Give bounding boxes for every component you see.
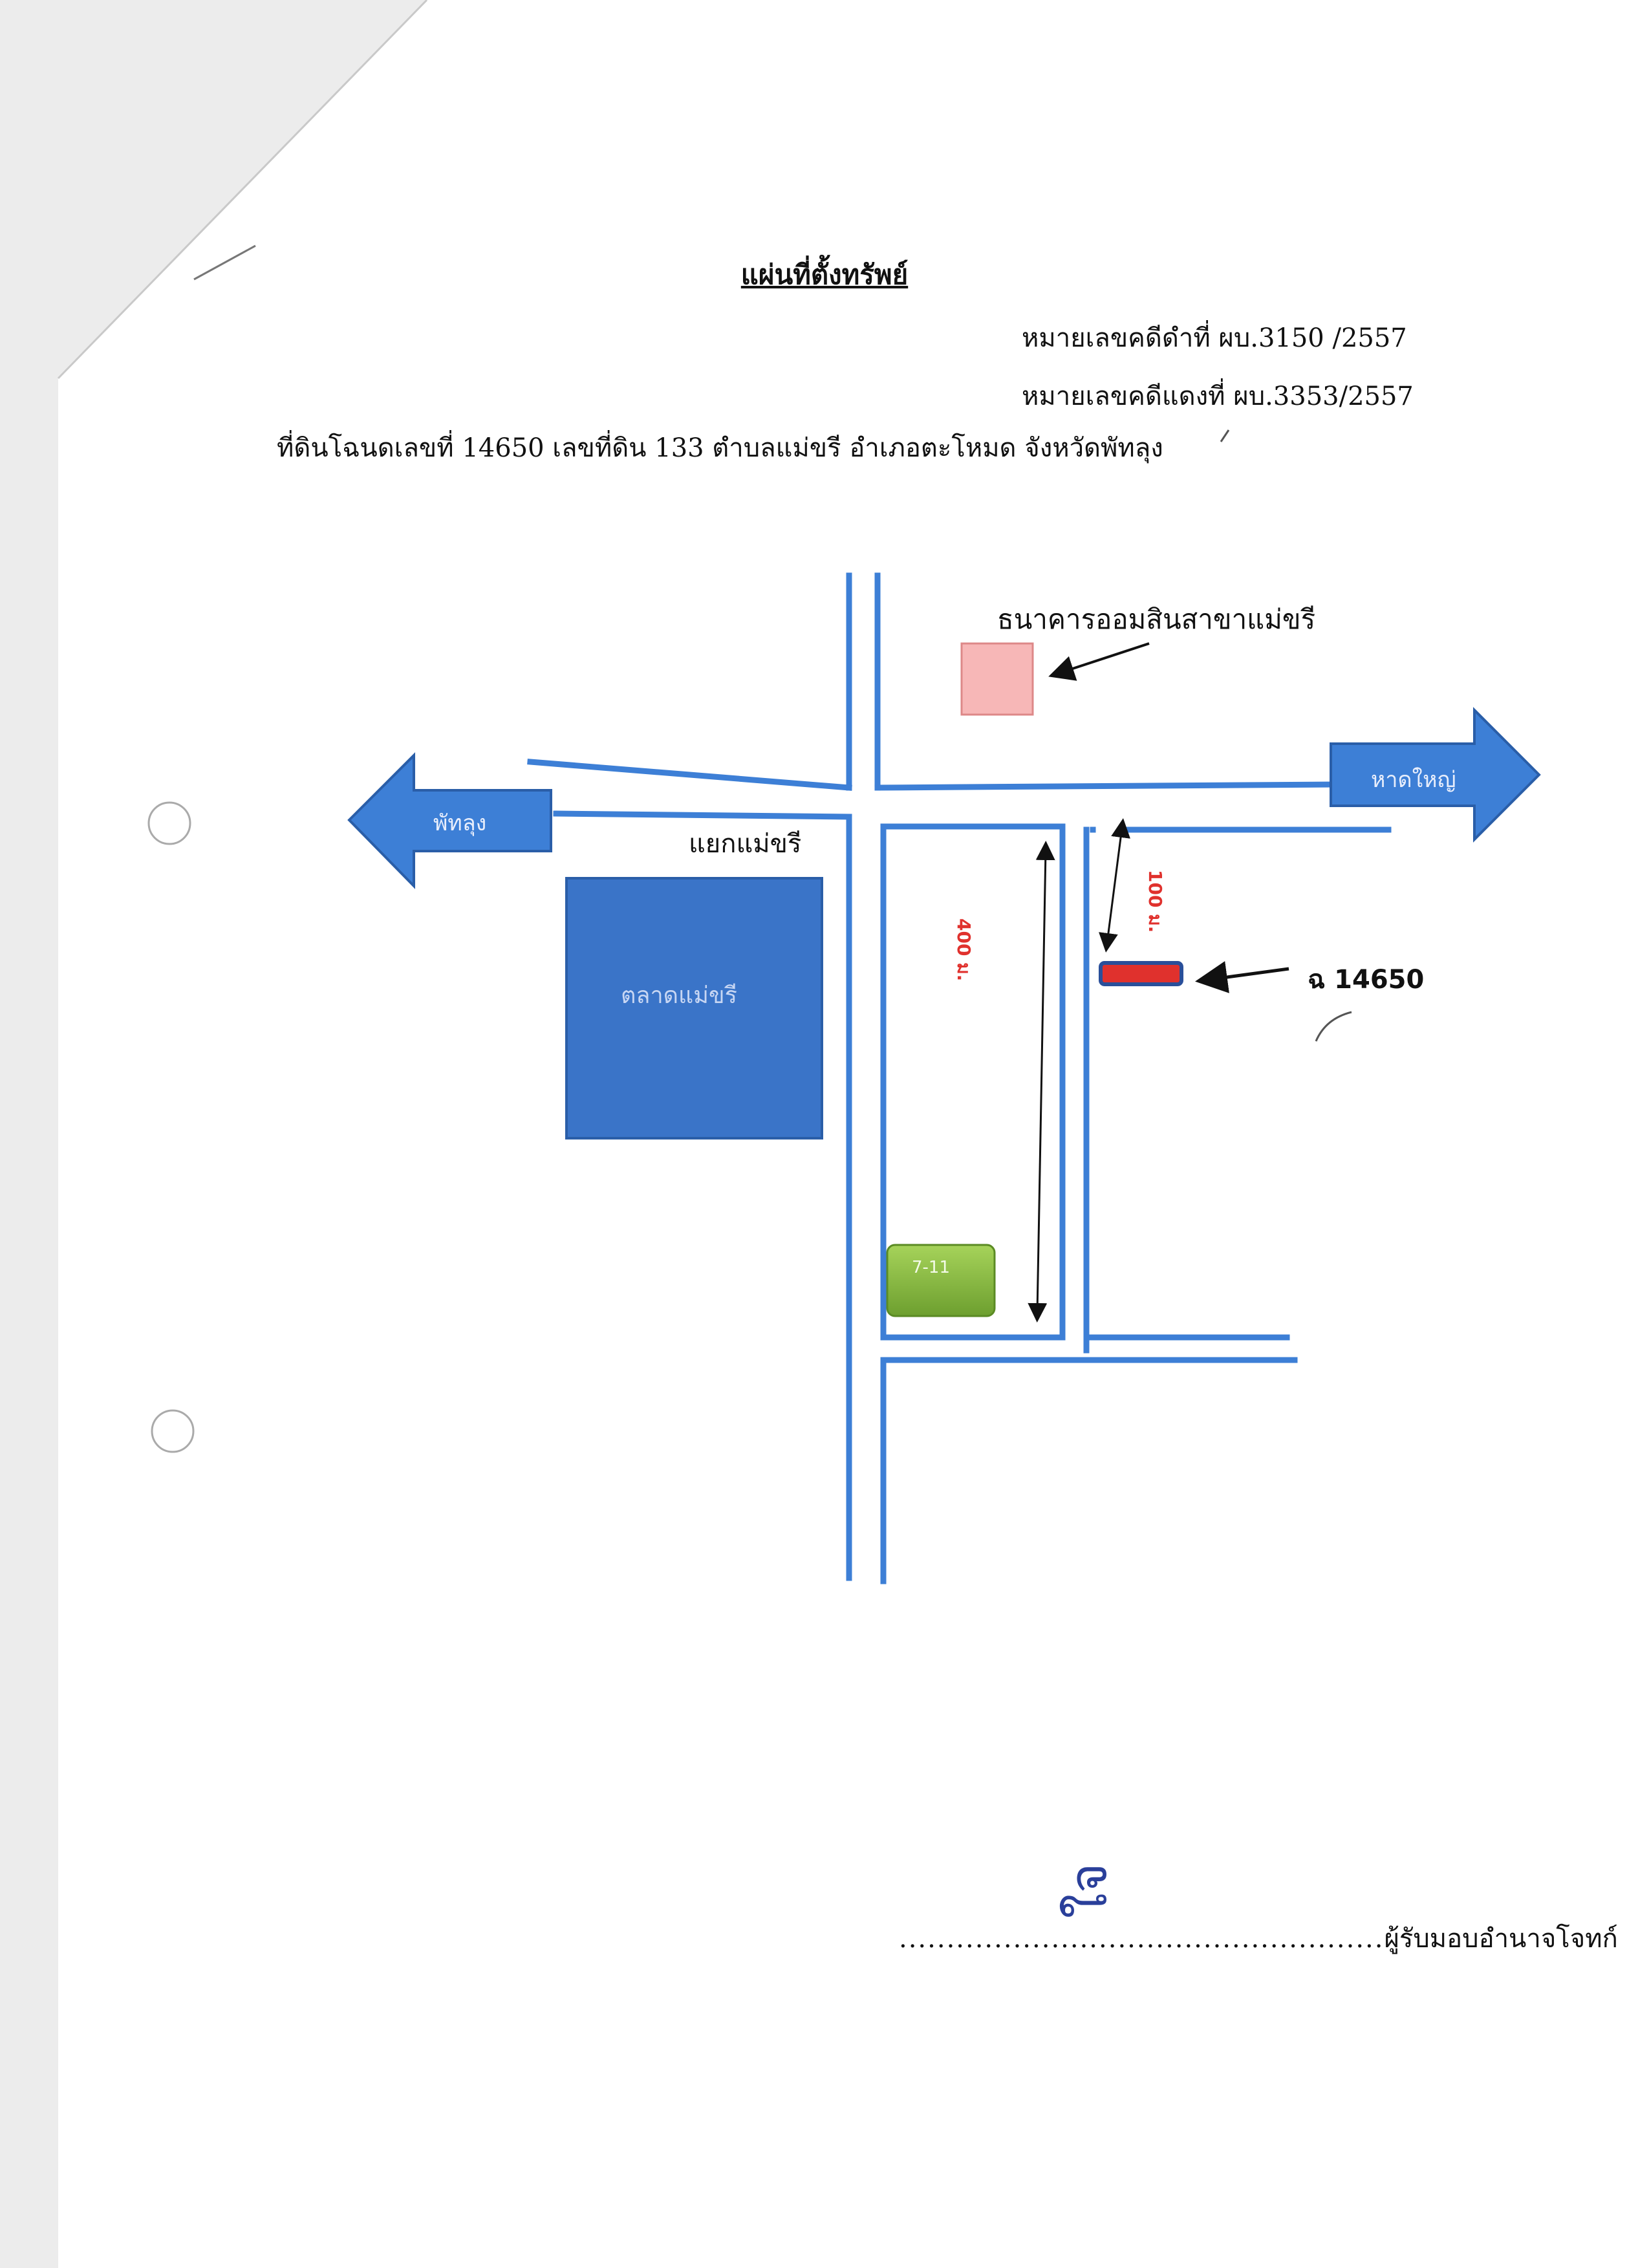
bank-block xyxy=(960,642,1034,716)
arrow-right-label: หาดใหญ่ xyxy=(1371,767,1456,793)
document-title: แผ่นที่ตั้งทรัพย์ xyxy=(740,259,909,290)
plot-label: ฉ 14650 xyxy=(1308,965,1425,995)
black-case-number: หมายเลขคดีดำที่ ผบ.3150 /2557 xyxy=(1022,323,1407,353)
distance-400-label: 400 ม. xyxy=(953,918,975,982)
signature-role: ผู้รับมอบอำนาจโจทก์ xyxy=(1384,1924,1618,1954)
store-label: 7-11 xyxy=(912,1258,951,1277)
signature-mark: ใจ xyxy=(1058,1863,1119,1919)
bank-pointer xyxy=(1048,642,1150,681)
arrow-right-shape xyxy=(1330,707,1541,843)
plot-pointer xyxy=(1195,961,1289,993)
signature-line: ........................................… xyxy=(899,1917,1618,1959)
junction-label: แยกแม่ขรี xyxy=(689,829,802,859)
market-block xyxy=(565,877,823,1139)
bank-label: ธนาคารออมสินสาขาแม่ขรี xyxy=(997,603,1316,635)
red-case-number: หมายเลขคดีแดงที่ ผบ.3353/2557 xyxy=(1022,382,1414,411)
distance-100-label: 100 ม. xyxy=(1145,870,1166,933)
plot-marker xyxy=(1099,961,1183,986)
arrow-left-label: พัทลุง xyxy=(433,810,487,836)
market-label: ตลาดแม่ขรี xyxy=(621,982,737,1009)
punch-hole-2 xyxy=(151,1409,195,1453)
punch-hole-1 xyxy=(147,801,191,845)
signature-dots: ........................................… xyxy=(899,1924,1385,1954)
arrow-left-shape xyxy=(347,752,552,889)
road-lines xyxy=(527,572,1392,1584)
land-description: ที่ดินโฉนดเลขที่ 14650 เลขที่ดิน 133 ตำบ… xyxy=(277,433,1163,463)
distance-400-arrow xyxy=(1028,841,1055,1323)
store-block xyxy=(886,1244,996,1317)
distance-100-arrow xyxy=(1099,818,1130,953)
